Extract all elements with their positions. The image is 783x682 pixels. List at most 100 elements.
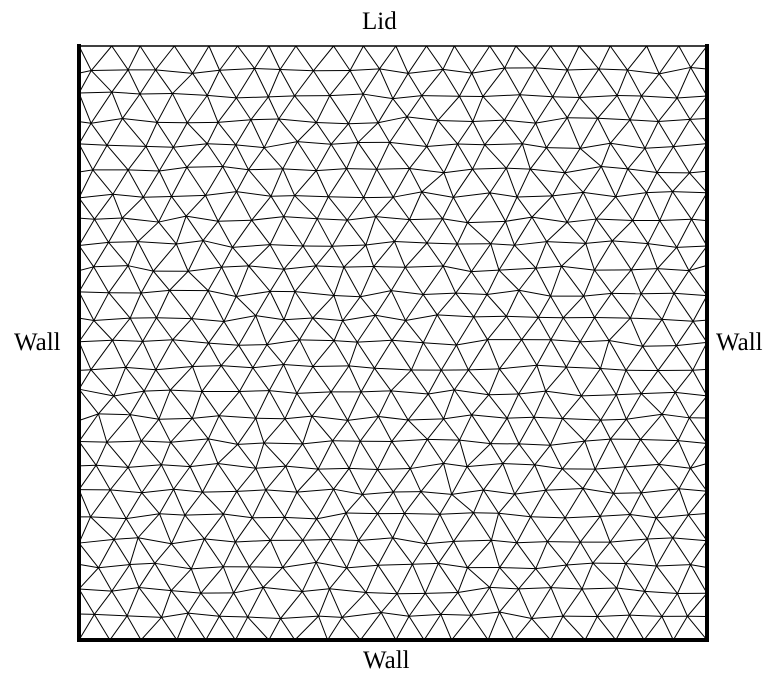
mesh-edge [204, 539, 223, 567]
mesh-edge [659, 46, 679, 74]
mesh-edge [264, 142, 297, 148]
mesh-edge [347, 220, 366, 245]
mesh-edge [173, 144, 207, 148]
mesh-edge [264, 119, 279, 148]
mesh-edge [141, 290, 169, 293]
mesh-edge [331, 366, 349, 392]
mesh-edge [374, 241, 395, 266]
mesh-edge [128, 46, 140, 70]
mesh-edge [394, 241, 405, 267]
mesh-edge [170, 390, 192, 418]
mesh-edge [599, 69, 628, 70]
mesh-edge [499, 612, 531, 618]
mesh-edge [404, 514, 439, 515]
mesh-edge [375, 368, 412, 370]
mesh-edge [546, 118, 567, 148]
mesh-edge [193, 366, 222, 367]
mesh-edge [471, 587, 490, 615]
mesh-edge [271, 169, 283, 196]
mesh-edge [218, 463, 256, 468]
mesh-edge [156, 340, 173, 370]
mesh-edge [662, 414, 678, 440]
mesh-edge [236, 97, 268, 98]
mesh-edge [267, 340, 299, 345]
mesh-edge [659, 441, 678, 465]
mesh-edge [347, 217, 376, 221]
mesh-edge [610, 143, 627, 169]
mesh-edge [223, 491, 237, 514]
mesh-edge [113, 318, 131, 340]
mesh-edge [159, 222, 177, 244]
mesh-edge [505, 46, 516, 68]
mesh-edge [566, 342, 580, 367]
mesh-edge [270, 269, 284, 291]
mesh-edge [673, 192, 707, 193]
mesh-edge [328, 197, 363, 198]
mesh-edge [381, 594, 397, 613]
mesh-edge [286, 466, 318, 469]
mesh-edge [348, 392, 361, 421]
mesh-edge [391, 391, 428, 394]
mesh-edge [270, 245, 284, 270]
mesh-edge [363, 94, 393, 99]
mesh-edge [284, 340, 300, 365]
mesh-edge [499, 268, 536, 270]
mesh-edge [643, 319, 662, 346]
mesh-edge [285, 517, 303, 540]
mesh-edge [531, 490, 546, 517]
mesh-edge [251, 120, 264, 148]
mesh-edge [296, 46, 314, 71]
mesh-edge [300, 340, 313, 367]
mesh-edge [596, 197, 615, 219]
mesh-edge [393, 192, 422, 197]
mesh-edge [236, 98, 251, 120]
mesh-edge [520, 68, 535, 95]
mesh-edge [236, 145, 264, 148]
mesh-edge [427, 243, 457, 244]
mesh-edge [675, 370, 692, 392]
mesh-edge [581, 396, 600, 420]
mesh-edge [176, 241, 203, 244]
mesh-edge [409, 614, 441, 616]
mesh-edge [377, 168, 410, 169]
mesh-edge [563, 396, 582, 419]
mesh-edge [173, 123, 187, 148]
mesh-edge [422, 96, 438, 121]
mesh-edge [191, 569, 201, 593]
mesh-edge [567, 118, 597, 119]
mesh-edge [270, 291, 284, 319]
mesh-edge [191, 567, 223, 569]
mesh-edge [319, 616, 328, 640]
mesh-edge [316, 266, 334, 296]
mesh-edge [256, 316, 267, 345]
mesh-edge [658, 346, 676, 371]
mesh-edge [567, 98, 579, 118]
mesh-edge [79, 170, 93, 198]
mesh-edge [377, 169, 394, 197]
mesh-edge [252, 490, 265, 518]
mesh-edge [519, 394, 534, 417]
mesh-edge [110, 490, 126, 519]
mesh-edge [360, 612, 381, 640]
mesh-edge [236, 266, 248, 297]
mesh-edge [674, 271, 689, 294]
mesh-edge [551, 616, 563, 640]
mesh-edge [514, 217, 531, 245]
mesh-edge [471, 244, 490, 272]
mesh-edge [519, 417, 534, 444]
mesh-edge [427, 439, 443, 463]
mesh-edge [468, 369, 499, 370]
mesh-edge [600, 516, 610, 542]
mesh-edge [283, 142, 298, 169]
mesh-edge [281, 616, 319, 618]
mesh-edge [489, 395, 507, 418]
mesh-edge [269, 364, 283, 390]
mesh-edge [144, 391, 159, 419]
mesh-edge [410, 146, 427, 168]
mesh-edge [374, 267, 406, 268]
mesh-edge [692, 219, 707, 246]
mesh-edge [531, 517, 565, 518]
mesh-edge [453, 169, 472, 197]
mesh-edge [364, 169, 377, 197]
mesh-edge [330, 71, 350, 96]
